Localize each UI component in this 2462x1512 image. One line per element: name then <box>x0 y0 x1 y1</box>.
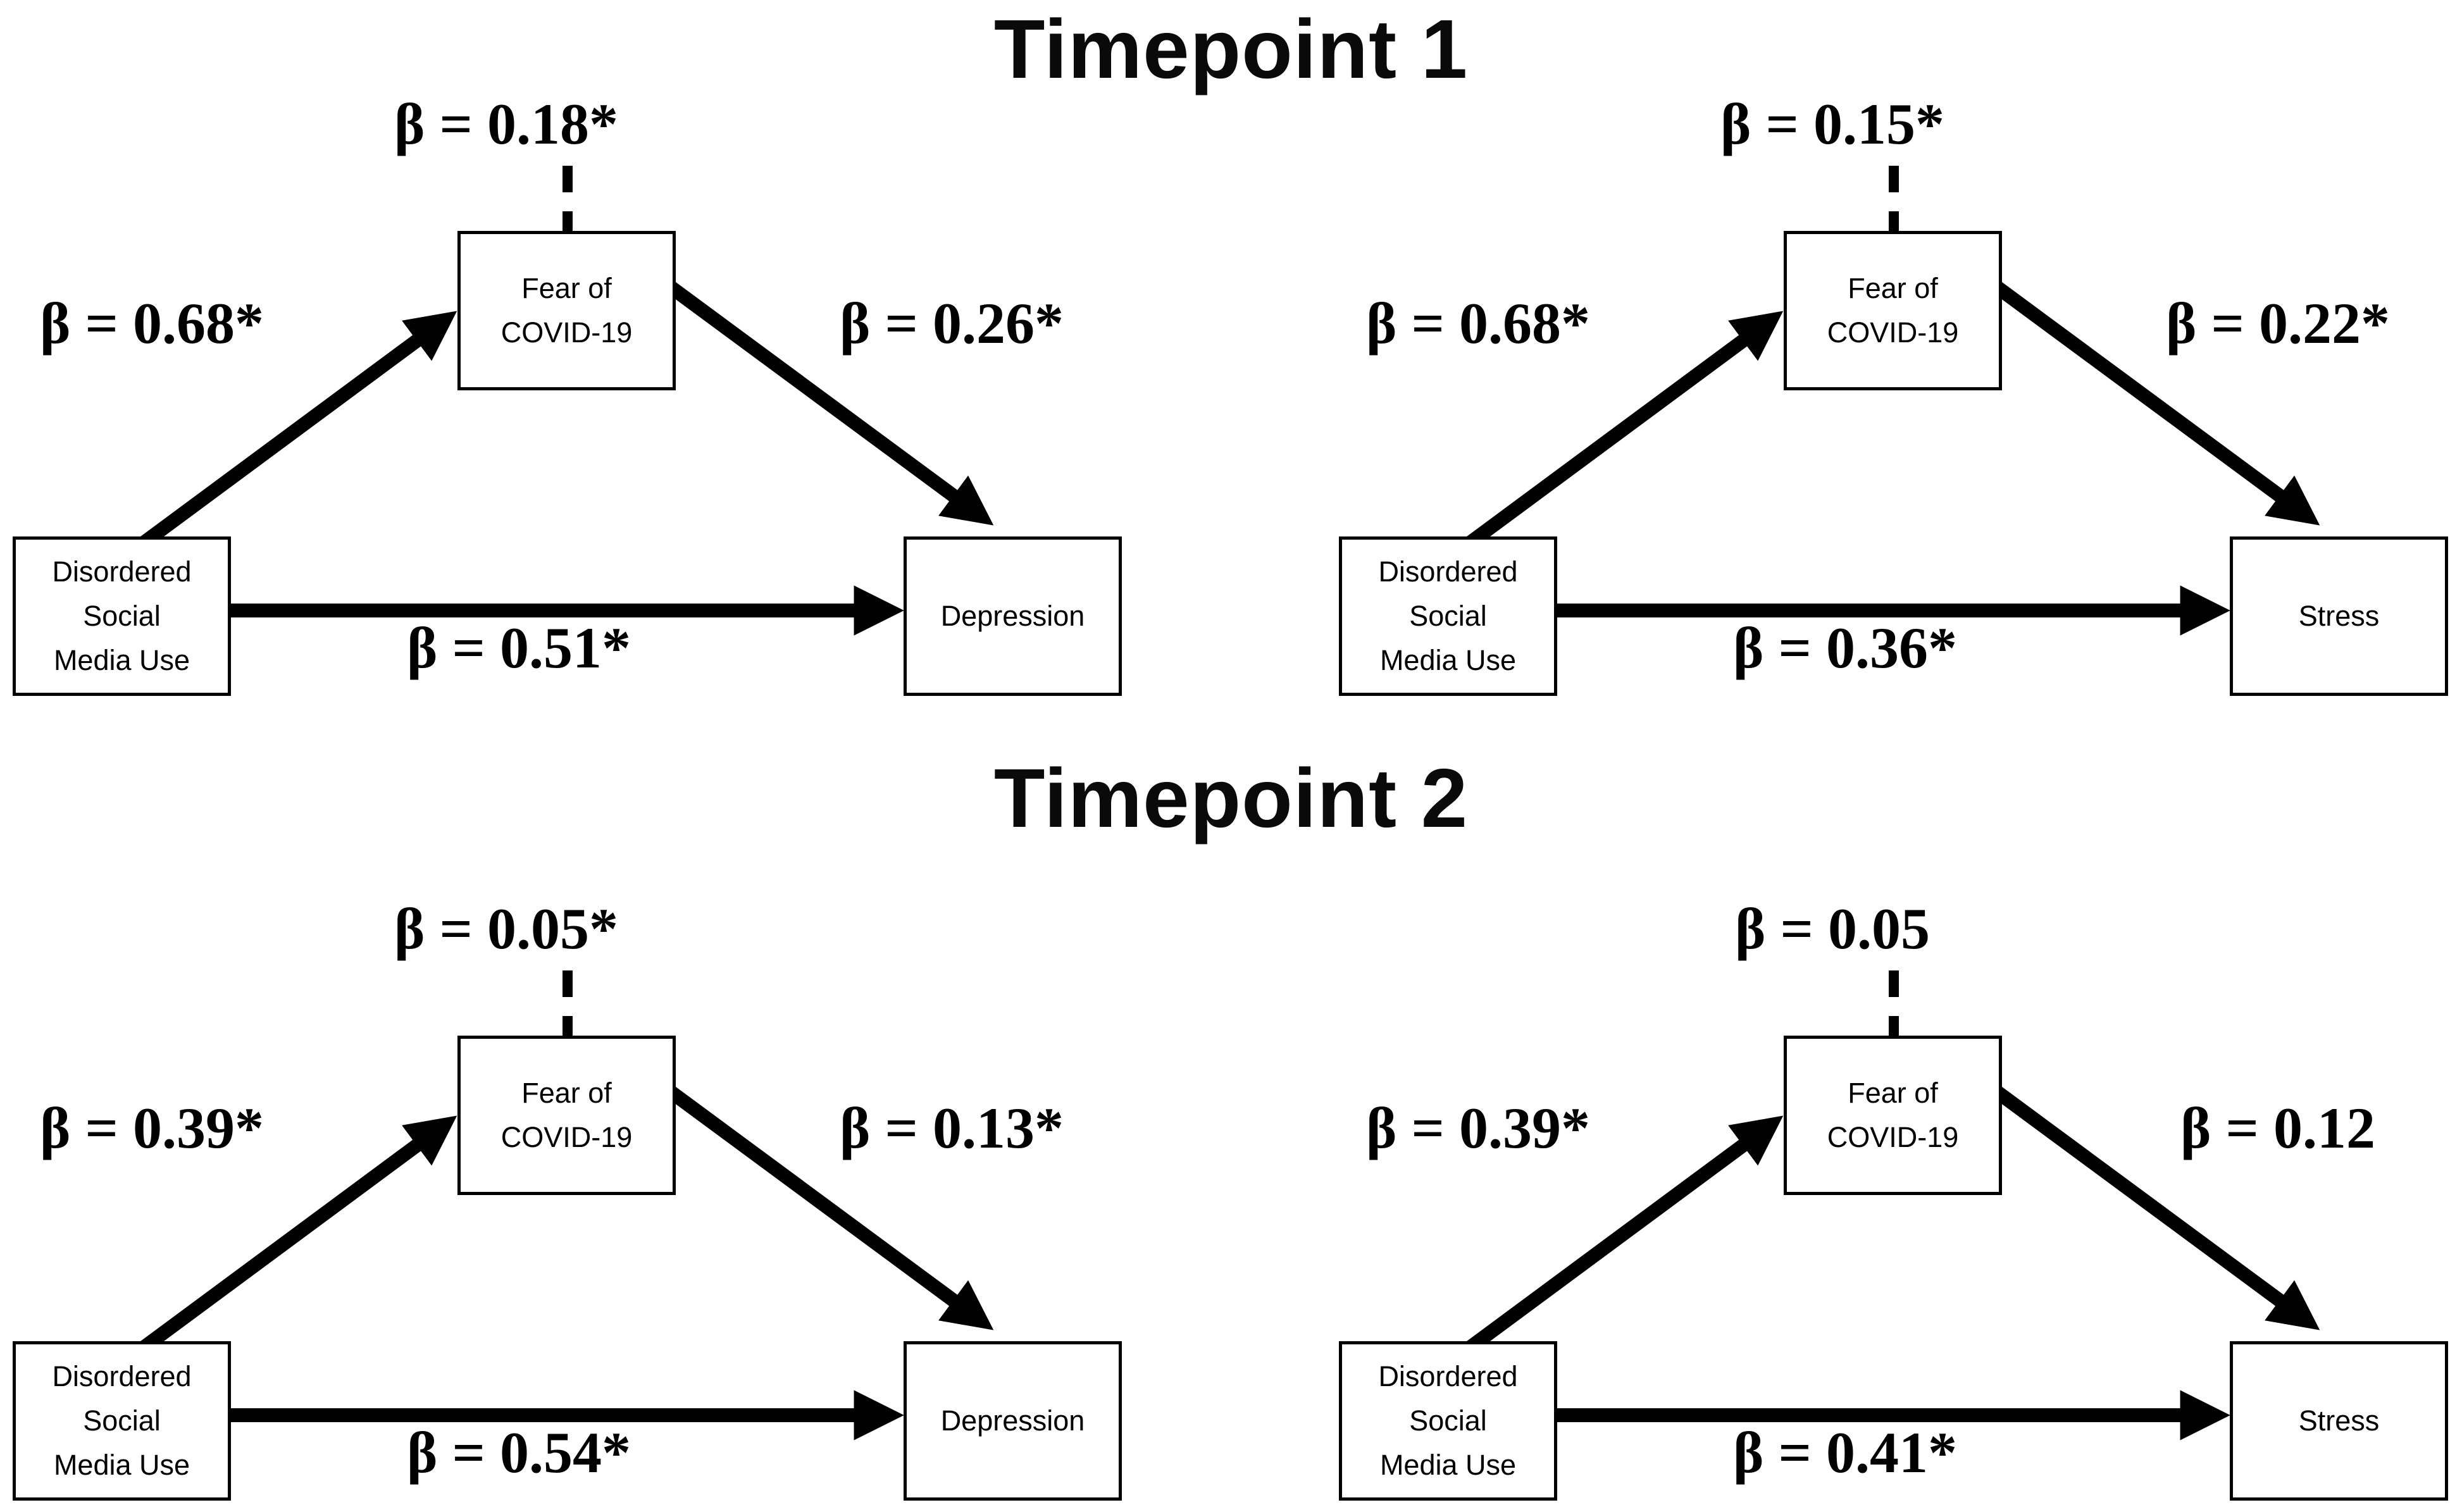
panel-t2-stress: Disordered Social Media Use Fear of COVI… <box>1339 900 2449 1512</box>
b-path-arrow <box>663 279 994 526</box>
panel-t1-stress: Disordered Social Media Use Fear of COVI… <box>1339 95 2449 718</box>
a-path-coefficient: β = 0.39* <box>1366 1096 1590 1160</box>
indirect-path-coefficient: β = 0.05 <box>1735 896 1930 961</box>
path-arrows <box>1417 970 2320 1441</box>
mediator-box: Fear of COVID-19 <box>457 231 676 390</box>
panel-t1-depression: Disordered Social Media Use Fear of COVI… <box>13 95 1123 718</box>
mediator-box: Fear of COVID-19 <box>1784 1036 2002 1195</box>
b-path-arrow <box>1989 1084 2320 1330</box>
mediator-box: Fear of COVID-19 <box>1784 231 2002 390</box>
predictor-box: Disordered Social Media Use <box>13 536 231 696</box>
direct-path-coefficient: β = 0.54* <box>407 1420 631 1485</box>
b-path-arrow <box>1989 279 2320 526</box>
b-path-coefficient: β = 0.12 <box>2180 1096 2375 1160</box>
a-path-arrow <box>90 311 457 585</box>
outcome-box: Stress <box>2230 536 2448 696</box>
a-path-arrow <box>1417 1115 1784 1389</box>
indirect-path-coefficient: β = 0.18* <box>394 92 618 156</box>
path-arrows <box>1417 166 2320 636</box>
outcome-box: Stress <box>2230 1341 2448 1501</box>
outcome-box: Depression <box>904 1341 1122 1501</box>
direct-path-coefficient: β = 0.51* <box>407 616 631 680</box>
a-path-coefficient: β = 0.68* <box>1366 291 1590 356</box>
predictor-box: Disordered Social Media Use <box>1339 1341 1557 1501</box>
indirect-path-coefficient: β = 0.05* <box>394 896 618 961</box>
path-arrows <box>90 970 994 1441</box>
a-path-arrow <box>90 1115 457 1389</box>
indirect-path-coefficient: β = 0.15* <box>1720 92 1944 156</box>
a-path-arrow <box>1417 311 1784 585</box>
b-path-arrow <box>663 1084 994 1330</box>
predictor-box: Disordered Social Media Use <box>1339 536 1557 696</box>
outcome-box: Depression <box>904 536 1122 696</box>
timepoint-2-title: Timepoint 2 <box>993 752 1469 845</box>
timepoint-1-title: Timepoint 1 <box>993 3 1469 96</box>
panel-t2-depression: Disordered Social Media Use Fear of COVI… <box>13 900 1123 1512</box>
a-path-coefficient: β = 0.39* <box>40 1096 264 1160</box>
mediator-box: Fear of COVID-19 <box>457 1036 676 1195</box>
predictor-box: Disordered Social Media Use <box>13 1341 231 1501</box>
direct-path-coefficient: β = 0.36* <box>1733 616 1957 680</box>
b-path-coefficient: β = 0.13* <box>840 1096 1064 1160</box>
b-path-coefficient: β = 0.26* <box>840 291 1064 356</box>
b-path-coefficient: β = 0.22* <box>2166 291 2390 356</box>
a-path-coefficient: β = 0.68* <box>40 291 264 356</box>
path-arrows <box>90 166 994 636</box>
direct-path-coefficient: β = 0.41* <box>1733 1420 1957 1485</box>
